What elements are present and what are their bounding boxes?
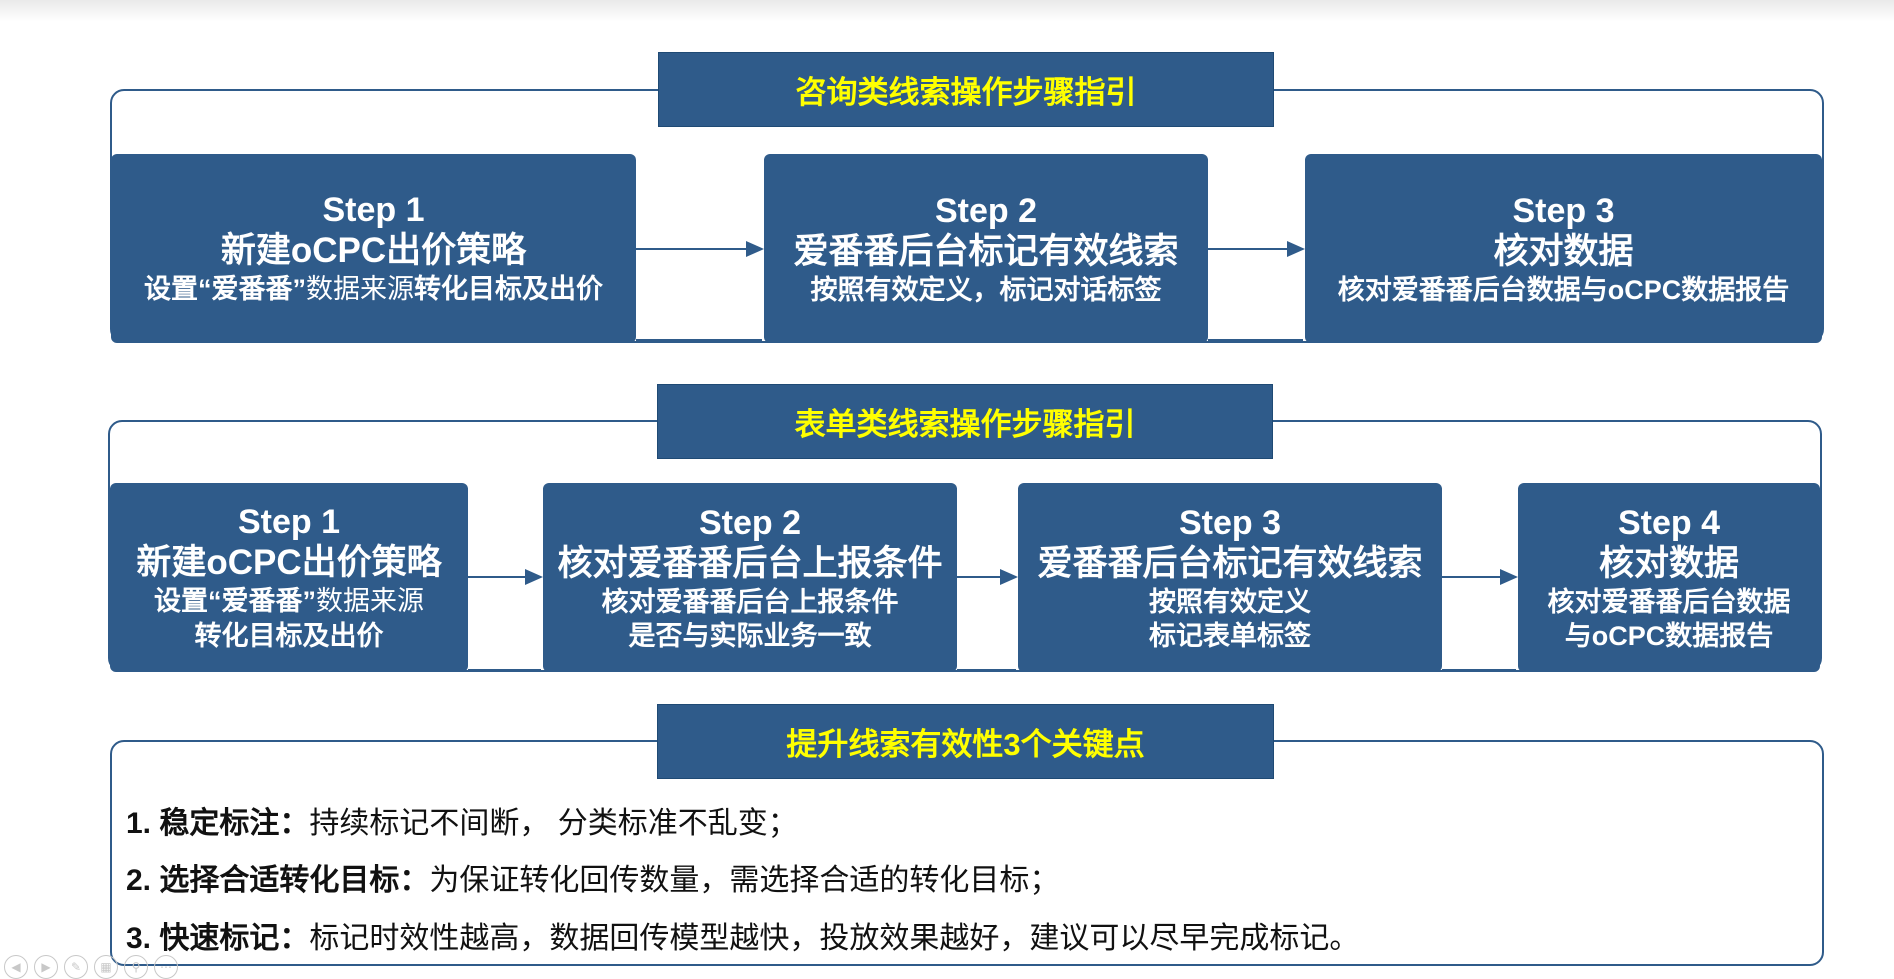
section2-title-text: 表单类线索操作步骤指引 [794,407,1136,442]
window-top-bar [0,0,1894,22]
step-description: 设置“爱番番”数据来源转化目标及出价 [144,272,603,307]
step-description-line2: 是否与实际业务一致 [628,620,872,651]
step-description-line2: 转化目标及出价 [194,621,384,651]
section1-step2-box: Step 2 爱番番后台标记有效线索 按照有效定义，标记对话标签 [764,154,1208,343]
step-description: 核对爱番番后台上报条件 [601,586,899,617]
key-point-heading: 3. 快速标记： [126,922,310,955]
step-title: 爱番番后台标记有效线索 [1037,543,1423,583]
step-description: 核对爱番番后台数据与oCPC数据报告 [1337,274,1790,305]
section2-step1-box: Step 1 新建oCPC出价策略 设置“爱番番”数据来源 转化目标及出价 [110,483,468,672]
step-description: 设置“爱番番”数据来源 [154,584,424,619]
step-description: 核对爱番番后台数据 [1547,586,1791,617]
key-point-heading: 1. 稳定标注： [126,807,310,840]
key-point-text: 标记时效性越高，数据回传模型越快，投放效果越好，建议可以尽早完成标记。 [309,922,1360,955]
section1-step1-box: Step 1 新建oCPC出价策略 设置“爱番番”数据来源转化目标及出价 [111,154,636,343]
grid-icon[interactable]: ▦ [94,955,118,979]
step-description-part: 设置“爱番番” [154,586,316,616]
step-title: 新建oCPC出价策略 [136,543,442,582]
section3-title-text: 提升线索有效性3个关键点 [786,727,1145,762]
step-description-line2: 标记表单标签 [1149,620,1311,651]
section1-step3-box: Step 3 核对数据 核对爱番番后台数据与oCPC数据报告 [1305,154,1822,343]
step-description-part: 转化目标及出价 [414,274,603,304]
zoom-icon[interactable]: ⚲ [124,955,148,979]
step-description-part: 设置“爱番番” [144,274,306,304]
step-number: Step 4 [1617,503,1721,542]
step-description-part: 数据来源 [316,586,424,617]
step-number: Step 3 [1512,191,1615,230]
pen-icon[interactable]: ✎ [64,955,88,979]
step-number: Step 2 [934,191,1038,230]
key-point-2: 2. 选择合适转化目标：为保证转化回传数量，需选择合适的转化目标； [126,855,1059,899]
step-number: Step 3 [1178,503,1282,542]
step-title: 新建oCPC出价策略 [220,231,527,270]
section1-title: 咨询类线索操作步骤指引 [658,52,1274,127]
step-title: 核对数据 [1493,231,1634,271]
key-point-text: 持续标记不间断， 分类标准不乱变； [309,807,798,840]
key-point-1: 1. 稳定标注：持续标记不间断， 分类标准不乱变； [126,798,798,842]
key-point-3: 3. 快速标记：标记时效性越高，数据回传模型越快，投放效果越好，建议可以尽早完成… [126,913,1359,957]
step-number: Step 1 [237,503,341,541]
key-point-text: 为保证转化回传数量，需选择合适的转化目标； [429,864,1060,897]
slide-nav-controls[interactable]: ◀ ▶ ✎ ▦ ⚲ ⋯ [4,955,178,979]
step-title: 核对爱番番后台上报条件 [557,543,943,583]
section2-step4-box: Step 4 核对数据 核对爱番番后台数据 与oCPC数据报告 [1518,483,1820,672]
prev-slide-icon[interactable]: ◀ [4,955,28,979]
section2-title: 表单类线索操作步骤指引 [657,384,1273,459]
step-number: Step 1 [322,191,425,229]
step-description-line2: 与oCPC数据报告 [1564,620,1774,651]
step-title: 核对数据 [1598,543,1739,583]
section2-step2-box: Step 2 核对爱番番后台上报条件 核对爱番番后台上报条件 是否与实际业务一致 [543,483,957,672]
more-icon[interactable]: ⋯ [154,955,178,979]
next-slide-icon[interactable]: ▶ [34,955,58,979]
section3-title: 提升线索有效性3个关键点 [657,704,1274,779]
step-number: Step 2 [698,503,802,542]
step-description: 按照有效定义，标记对话标签 [810,274,1162,305]
section2-step3-box: Step 3 爱番番后台标记有效线索 按照有效定义 标记表单标签 [1018,483,1442,672]
key-point-heading: 2. 选择合适转化目标： [126,864,430,897]
step-description: 按照有效定义 [1149,586,1311,617]
step-description-part: 数据来源 [306,274,414,305]
step-title: 爱番番后台标记有效线索 [793,231,1179,271]
section1-title-text: 咨询类线索操作步骤指引 [795,75,1137,110]
